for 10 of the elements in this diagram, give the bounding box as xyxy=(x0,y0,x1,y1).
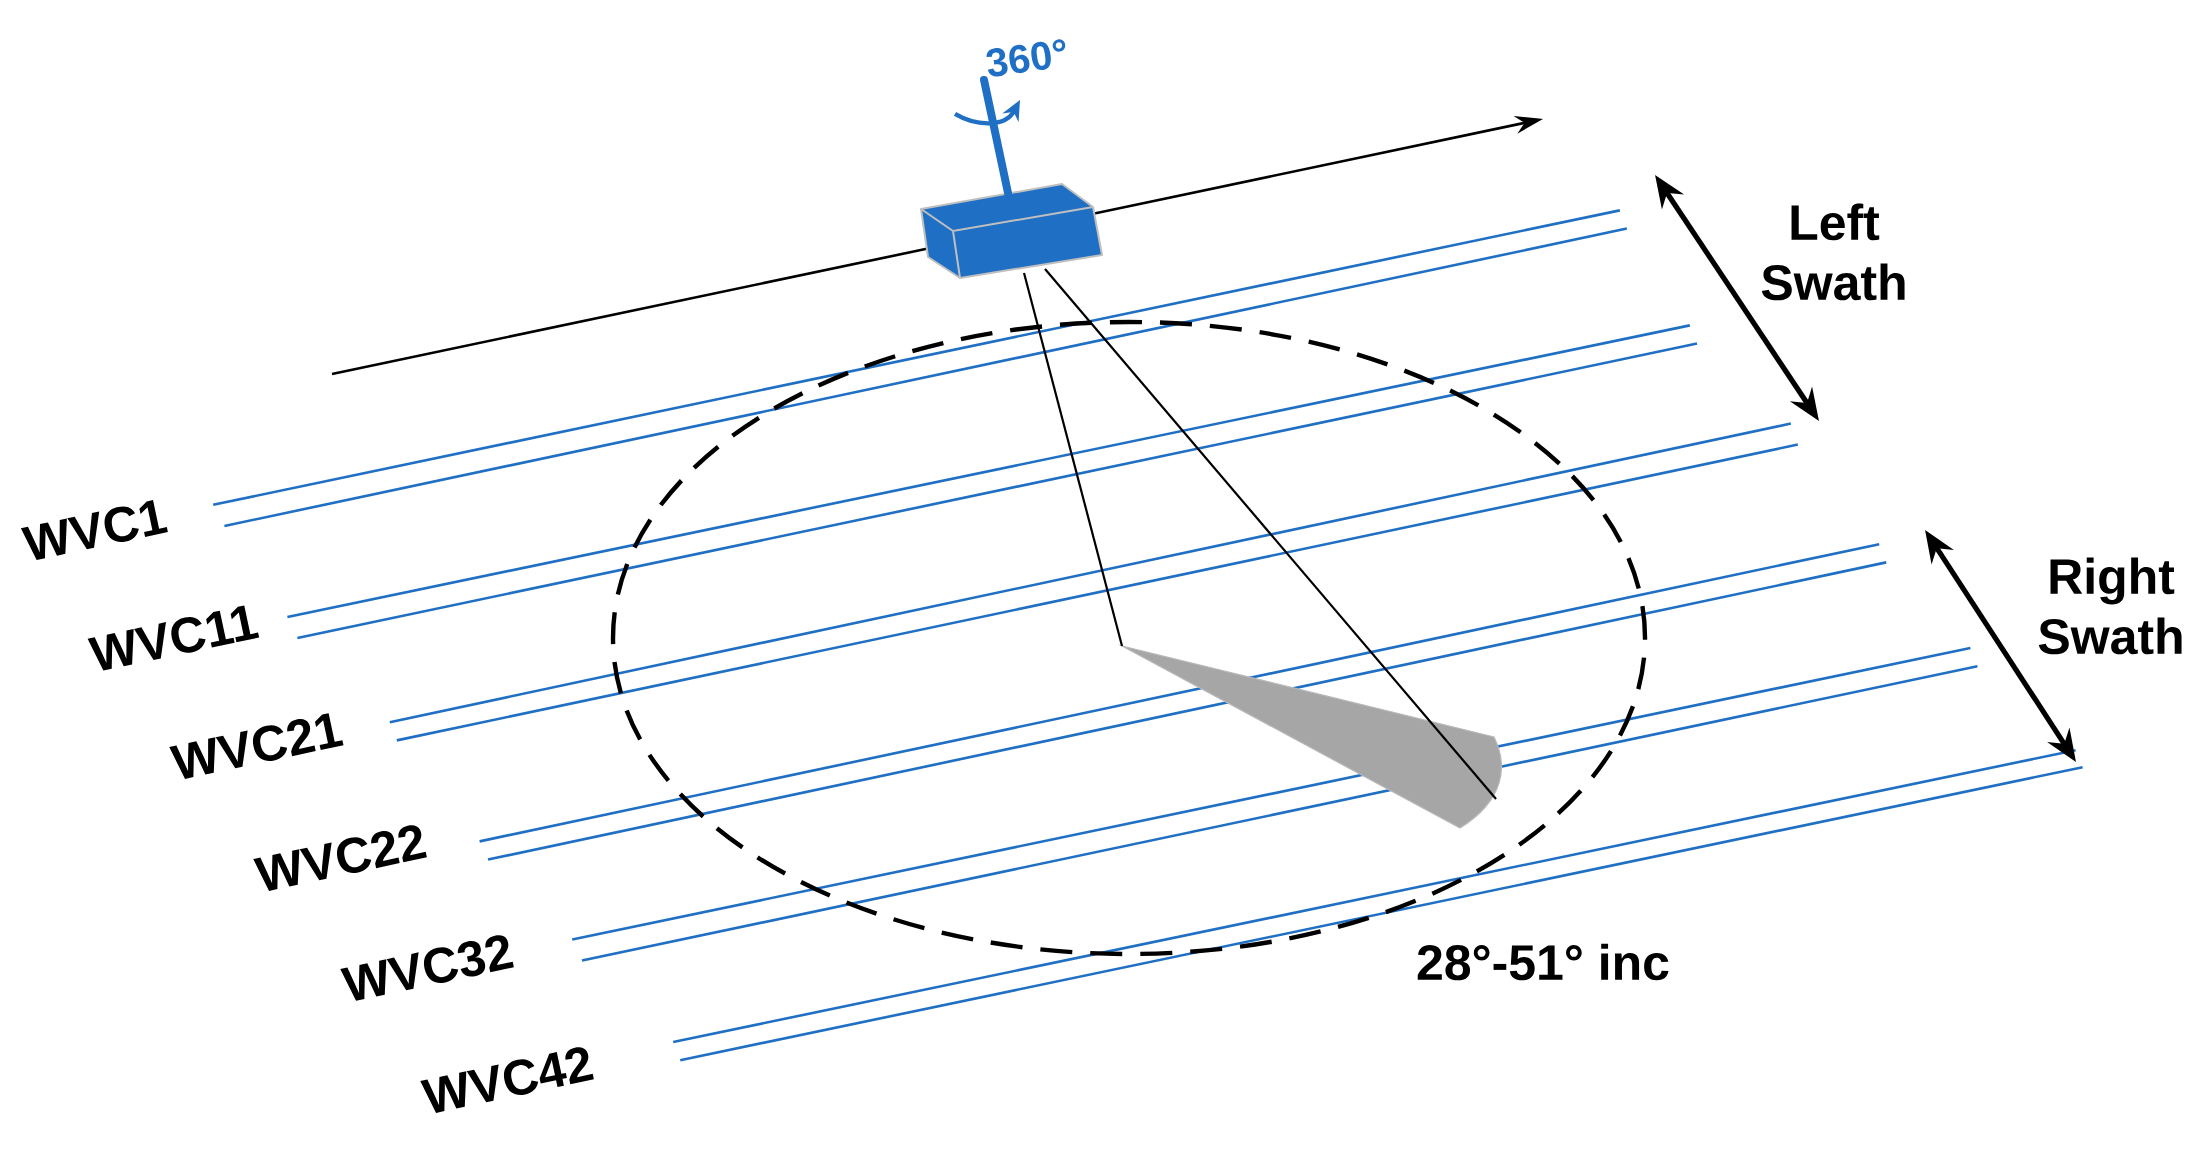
cell-label: WVC11 xyxy=(87,605,260,671)
cell-label: WVC1 xyxy=(20,500,168,560)
rotation-label: 360° xyxy=(986,39,1066,77)
cell-label: WVC21 xyxy=(169,713,344,779)
swath-label: Left Swath xyxy=(1761,203,1905,301)
cell-label: WVC42 xyxy=(420,1047,594,1113)
cell-label: WVC22 xyxy=(253,825,427,891)
angle-label: 28°-51° inc xyxy=(1417,943,1669,981)
swath-label: Right Swath xyxy=(2038,557,2182,655)
cell-label: WVC32 xyxy=(340,935,514,1001)
